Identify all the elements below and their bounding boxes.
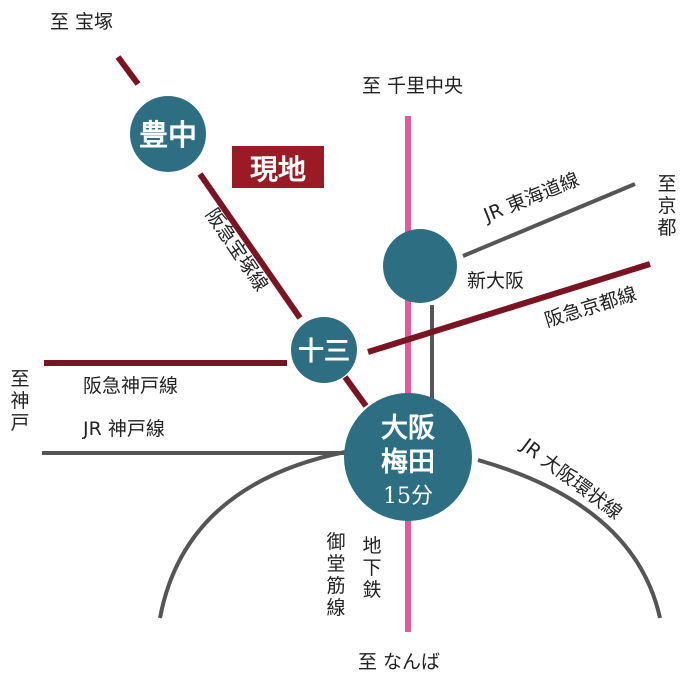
dest-kobe: 至神戸 [10, 368, 29, 434]
label-hankyu-takarazuka: 阪急宝塚線 [201, 204, 272, 295]
label-shin-osaka: 新大阪 [467, 270, 524, 292]
jr-osaka-loop-line [158, 450, 662, 619]
hankyu-juso-umeda-line [342, 375, 369, 408]
jr-tokaido-line [462, 182, 636, 258]
osaka-umeda-label-line1: 大阪 [381, 413, 435, 444]
osaka-umeda-station [344, 393, 472, 521]
site-badge-label: 現地 [250, 153, 306, 186]
osaka-umeda-travel-time: 15分 [383, 484, 433, 509]
label-jr-kobe: JR 神戸線 [82, 418, 165, 440]
juso-station [291, 317, 357, 383]
toyonaka-station-label: 豊中 [139, 118, 197, 152]
toyonaka-station [130, 96, 206, 172]
juso-station-label: 十三 [298, 337, 350, 367]
osaka-umeda-label-line2: 梅田 [381, 447, 435, 478]
label-midosuji: 御堂筋線 [326, 531, 345, 619]
hankyu-takarazuka-line-top [115, 55, 141, 86]
hankyu-kyoto-line [367, 261, 651, 355]
label-jr-tokaido: JR 東海道線 [480, 168, 583, 227]
dest-namba: 至 なんば [358, 651, 440, 673]
shin-osaka-station [383, 229, 457, 303]
label-subway: 地下鉄 [362, 535, 381, 601]
site-badge [232, 146, 324, 188]
hankyu-takarazuka-line [197, 172, 303, 320]
label-hankyu-kobe: 阪急神戸線 [83, 375, 178, 397]
dest-kyoto: 至京都 [657, 173, 676, 239]
dest-takarazuka: 至 宝塚 [50, 11, 113, 33]
dest-senri-chuo: 至 千里中央 [362, 75, 463, 97]
